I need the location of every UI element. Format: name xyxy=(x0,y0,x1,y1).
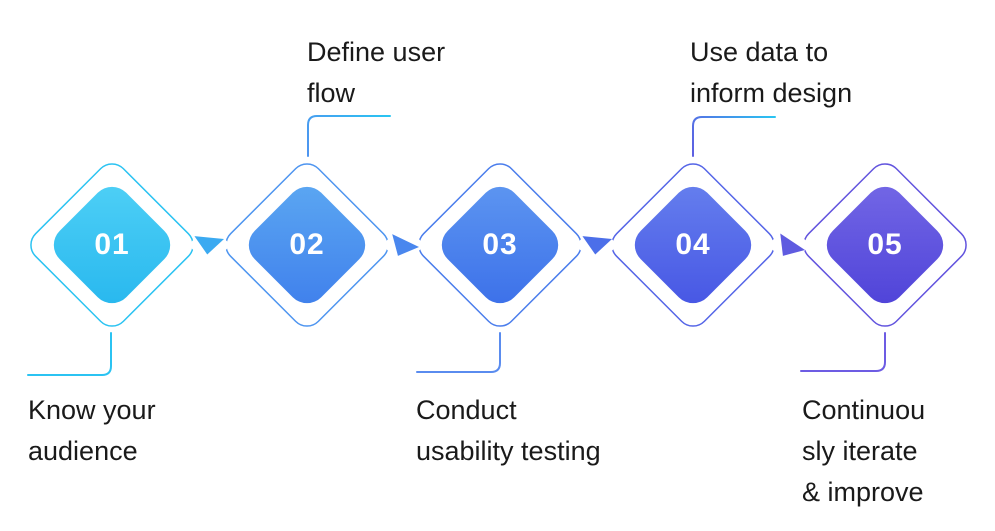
arrow-3-icon xyxy=(582,236,612,255)
step-2-outer-diamond xyxy=(225,163,389,327)
step-3-outer-diamond xyxy=(418,163,582,327)
step-2-label-line-1: Define user xyxy=(307,37,446,67)
step-1-label-line-1: Know your xyxy=(28,395,156,425)
connector-line-4 xyxy=(692,116,776,157)
step-1-number: 01 xyxy=(94,228,130,261)
connector-line-1 xyxy=(27,332,112,376)
step-1-label: Know your audience xyxy=(28,390,156,472)
step-1-label-line-2: audience xyxy=(28,436,138,466)
step-3-number: 03 xyxy=(482,228,518,261)
step-3-label: Conduct usability testing xyxy=(416,390,601,472)
step-3-label-line-2: usability testing xyxy=(416,436,601,466)
step-5-label-line-2: sly iterate xyxy=(802,436,918,466)
step-3-diamond xyxy=(441,186,559,304)
step-5-outer-diamond xyxy=(803,163,967,327)
step-1-outer-diamond xyxy=(30,163,194,327)
step-5-diamond xyxy=(826,186,944,304)
step-2-number: 02 xyxy=(289,228,325,261)
step-4-label-line-2: inform design xyxy=(690,78,853,108)
arrow-2-icon xyxy=(392,234,419,256)
arrow-1-icon xyxy=(194,236,224,255)
step-3-label-line-1: Conduct xyxy=(416,395,517,425)
step-2-label: Define user flow xyxy=(307,32,445,114)
step-5-label-line-3: & improve xyxy=(802,477,924,507)
connector-line-5 xyxy=(800,332,886,372)
step-4-diamond xyxy=(634,186,752,304)
step-5-number: 05 xyxy=(867,228,903,261)
arrow-4-icon xyxy=(780,233,805,256)
step-4-number: 04 xyxy=(675,228,711,261)
step-4-outer-diamond xyxy=(611,163,775,327)
step-1-diamond xyxy=(53,186,171,304)
connector-line-3 xyxy=(416,332,501,373)
step-5-label-line-1: Continuou xyxy=(802,395,926,425)
connector-line-2 xyxy=(307,115,391,157)
step-5-label: Continuou sly iterate & improve xyxy=(802,390,925,513)
step-2-label-line-2: flow xyxy=(307,78,356,108)
step-4-label-line-1: Use data to xyxy=(690,37,829,67)
step-4-label: Use data to inform design xyxy=(690,32,852,114)
step-2-diamond xyxy=(248,186,366,304)
